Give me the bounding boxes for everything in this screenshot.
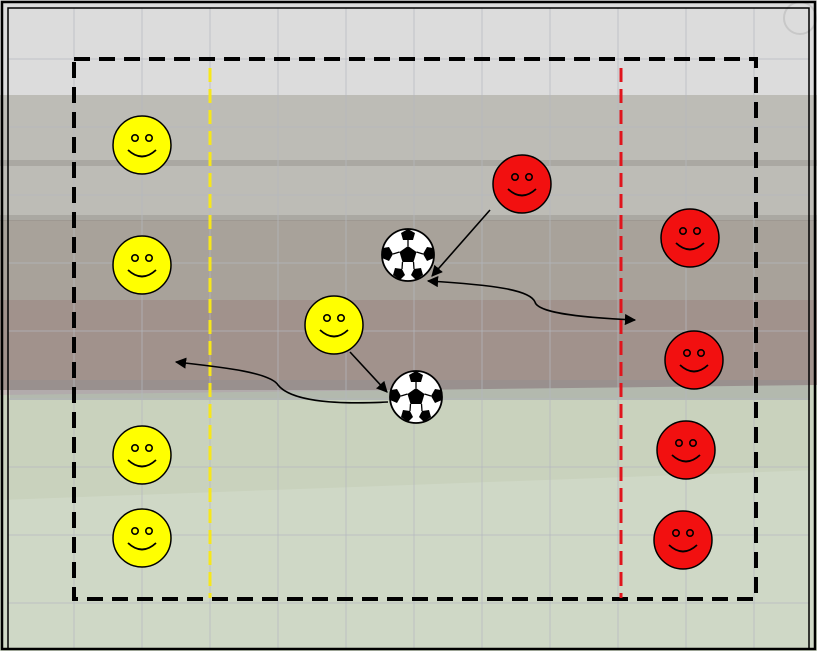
red-player-3 — [665, 331, 723, 389]
yellow-player-5 — [113, 509, 171, 567]
red-player-4 — [657, 421, 715, 479]
yellow-player-2 — [113, 236, 171, 294]
red-player-5 — [654, 511, 712, 569]
yellow-player-3 — [305, 296, 363, 354]
soccer-ball-icon — [390, 371, 442, 423]
yellow-player-1 — [113, 116, 171, 174]
soccer-ball-icon — [382, 229, 434, 281]
red-player-2 — [661, 209, 719, 267]
red-player-1 — [493, 155, 551, 213]
yellow-player-4 — [113, 426, 171, 484]
